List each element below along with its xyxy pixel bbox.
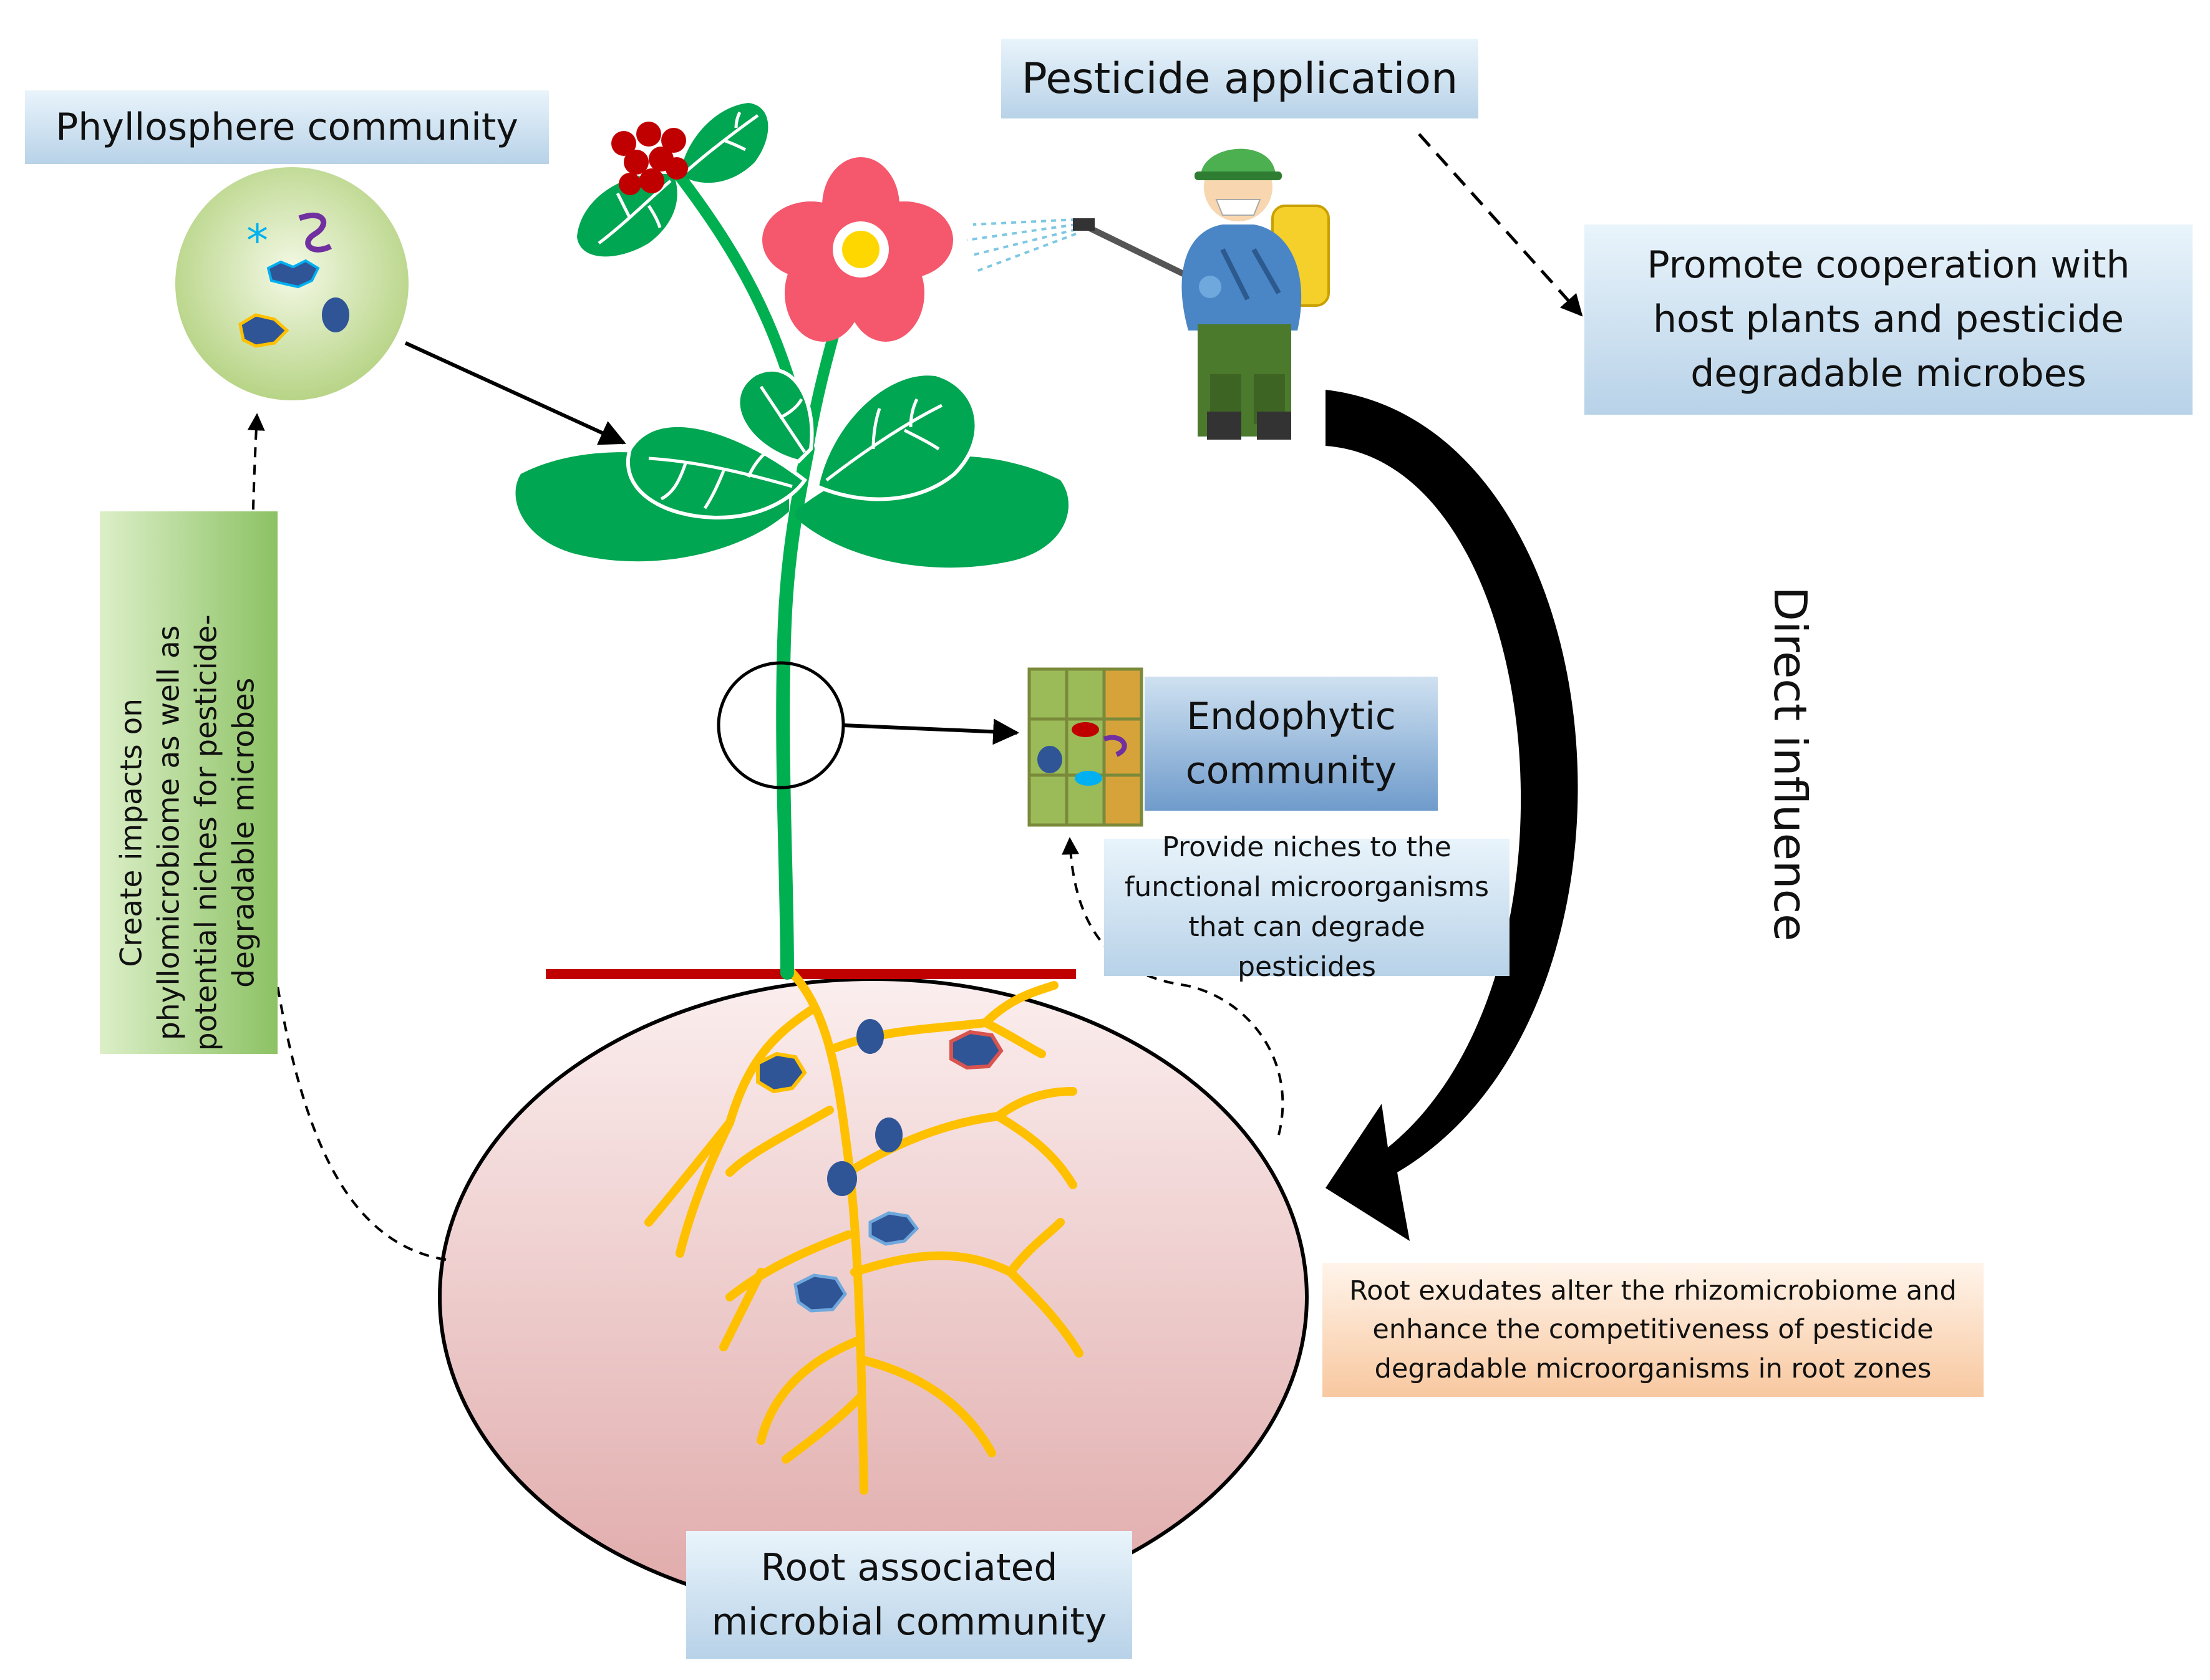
spray-mist xyxy=(966,218,1077,273)
farmer-sprayer xyxy=(1073,148,1330,440)
phyllosphere-microbes: * xyxy=(238,212,349,348)
create-impacts-text: Create impacts on phyllomicrobiome as we… xyxy=(114,614,262,1051)
endophyte-microbes xyxy=(1037,722,1127,786)
pesticide-application-label: Pesticide application xyxy=(1001,39,1478,118)
upper-left-leaf xyxy=(577,173,677,257)
root-associated-label: Root associated microbial community xyxy=(686,1531,1132,1659)
soil-to-phyllosphere-dashed-arrow xyxy=(247,413,447,1261)
provide-niches-text: Provide niches to the functional microor… xyxy=(1124,831,1490,983)
create-impacts-label: Create impacts on phyllomicrobiome as we… xyxy=(100,511,278,1054)
pesticide-to-promote-dashed-arrow xyxy=(1418,133,1583,317)
pesticide-application-text: Pesticide application xyxy=(1021,54,1458,104)
provide-niches-label: Provide niches to the functional microor… xyxy=(1104,831,1510,983)
svg-text:*: * xyxy=(246,215,268,266)
upper-right-leaf xyxy=(680,103,768,183)
soil-ellipse xyxy=(438,977,1309,1617)
plant-stem xyxy=(776,442,815,980)
middle-left-leaf xyxy=(626,423,808,520)
pink-flower xyxy=(762,157,953,342)
stem-to-endophyte-arrow xyxy=(843,718,1020,745)
soil-to-endophyte-dashed-arrow xyxy=(1062,837,1284,1136)
red-berries xyxy=(611,122,688,195)
middle-center-leaf xyxy=(736,368,814,464)
root-exudates-label: Root exudates alter the rhizomicrobiome … xyxy=(1322,1263,1984,1397)
root-associated-text: Root associated microbial community xyxy=(711,1545,1107,1644)
direct-influence-arrow xyxy=(1326,390,1578,1241)
endophytic-community-label: Endophytic community xyxy=(1145,677,1438,811)
root-exudates-text: Root exudates alter the rhizomicrobiome … xyxy=(1349,1275,1957,1384)
direct-influence-text: Direct influence xyxy=(1764,586,1816,942)
soil-microbes xyxy=(756,1019,1004,1313)
phyllosphere-community-text: Phyllosphere community xyxy=(56,105,518,149)
phyllosphere-community-label: Phyllosphere community xyxy=(25,90,549,164)
phyllosphere-to-leaf-arrow xyxy=(404,341,626,445)
promote-cooperation-text: Promote cooperation with host plants and… xyxy=(1647,243,2130,395)
endophytic-community-text: Endophytic community xyxy=(1185,694,1397,793)
middle-right-leaf xyxy=(815,372,979,501)
direct-influence-label: Direct influence xyxy=(1756,514,1825,1013)
promote-cooperation-label: Promote cooperation with host plants and… xyxy=(1584,224,2193,415)
